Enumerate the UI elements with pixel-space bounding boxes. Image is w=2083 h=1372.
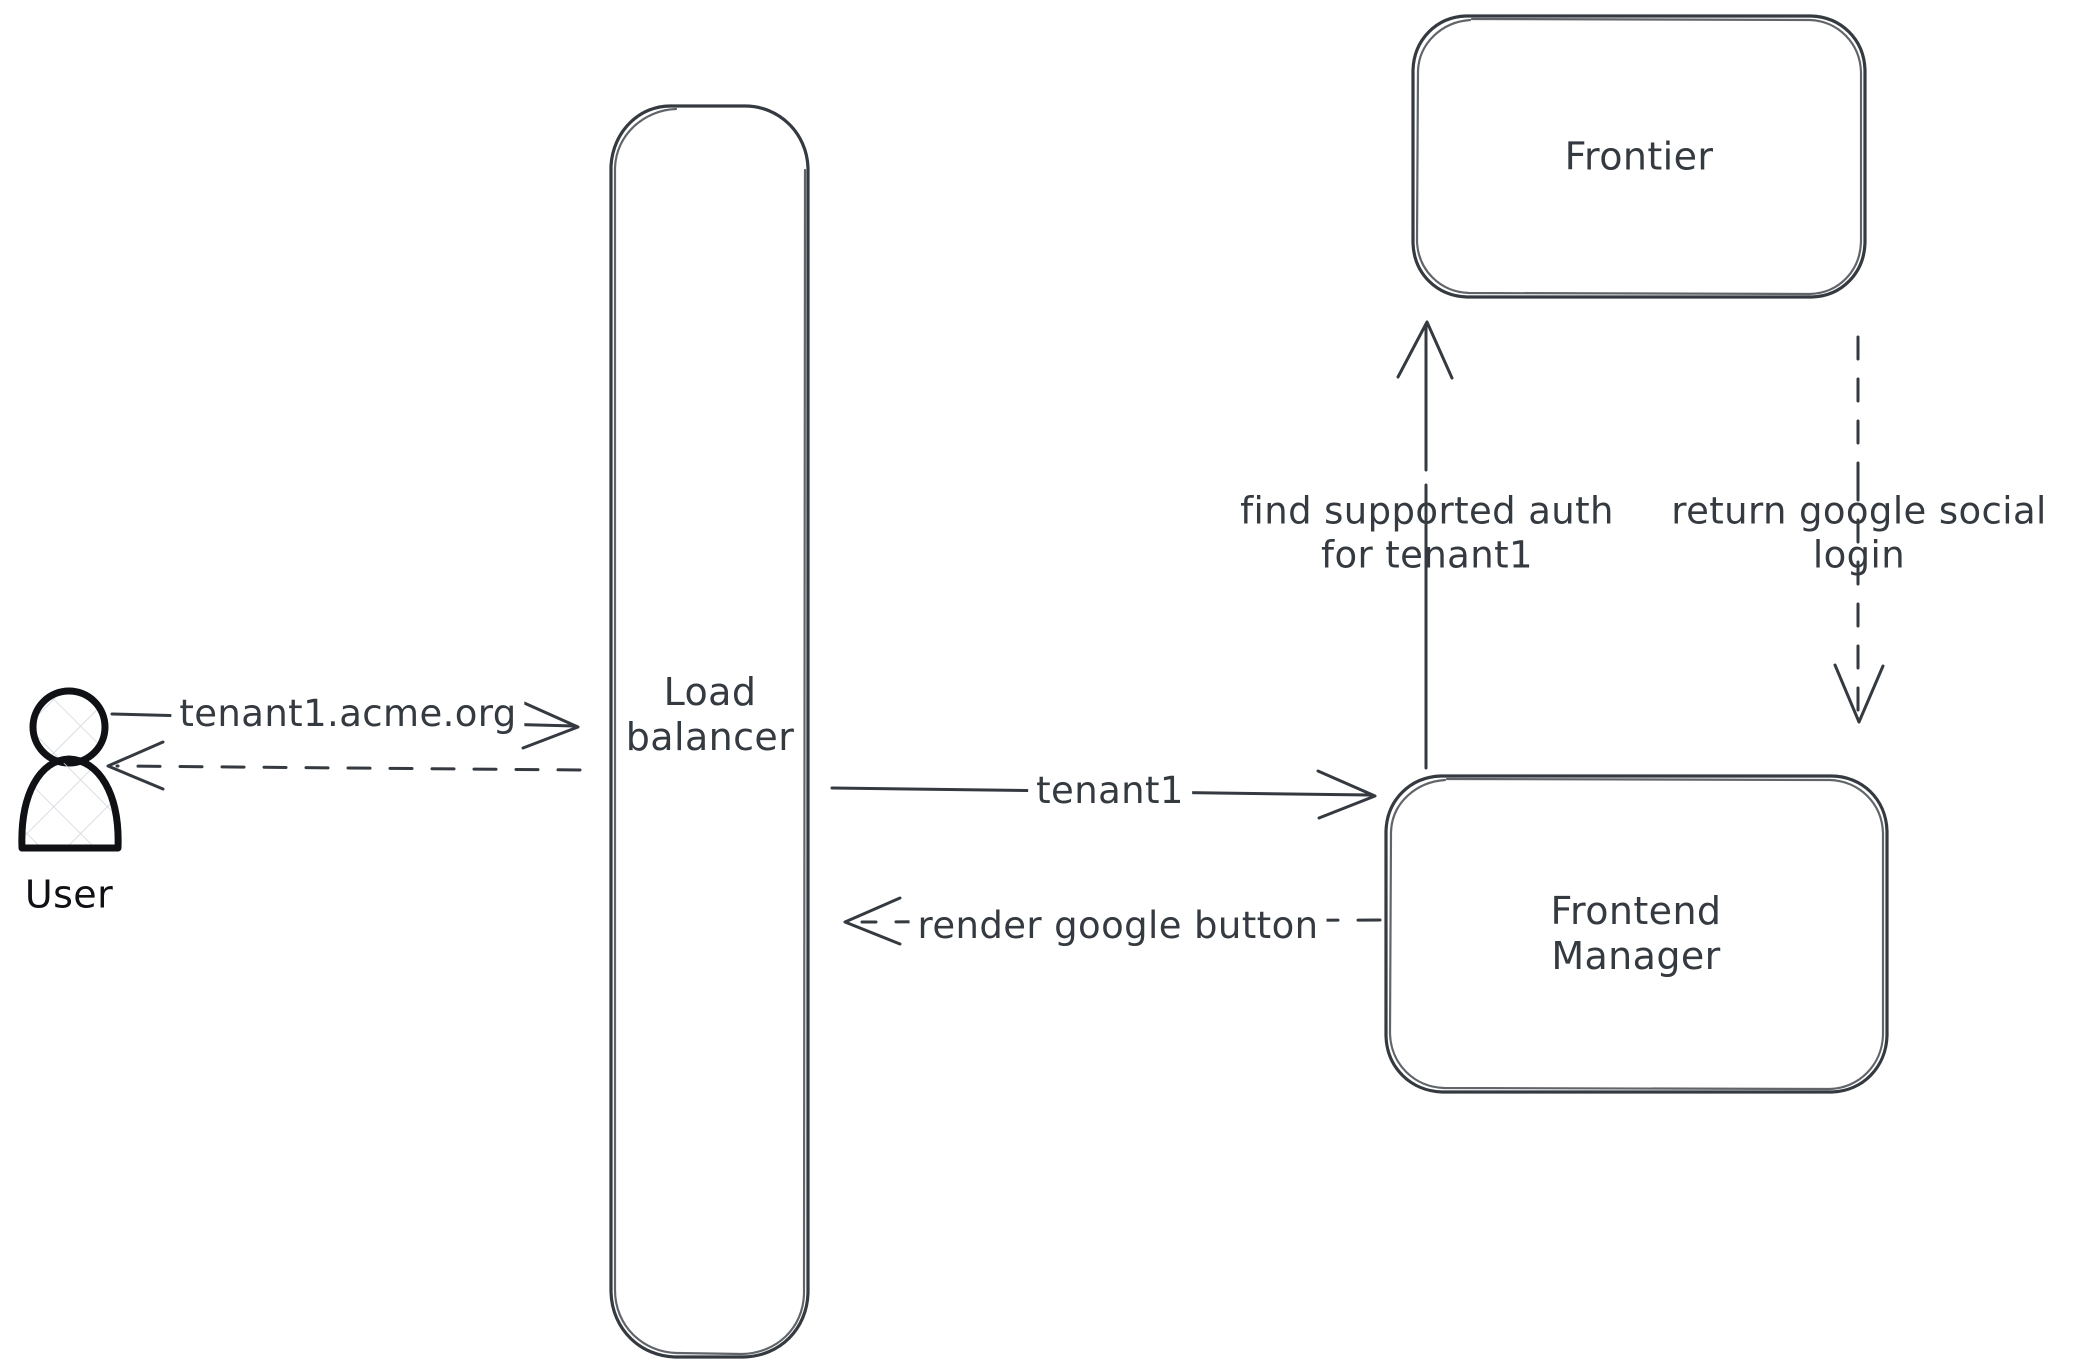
node-frontier[interactable] (1411, 14, 1867, 299)
edge-frontend-manager-to-load-balancer (843, 896, 1382, 946)
node-load-balancer[interactable] (609, 104, 810, 1359)
edge-user-to-load-balancer (110, 700, 580, 750)
actor-user[interactable] (18, 687, 122, 852)
edge-frontend-manager-to-frontier (1396, 320, 1454, 770)
edge-load-balancer-to-frontend-manager (830, 769, 1377, 820)
edge-load-balancer-to-user (106, 740, 582, 791)
node-frontend-manager[interactable] (1384, 774, 1889, 1094)
edge-frontier-to-frontend-manager (1833, 335, 1885, 724)
